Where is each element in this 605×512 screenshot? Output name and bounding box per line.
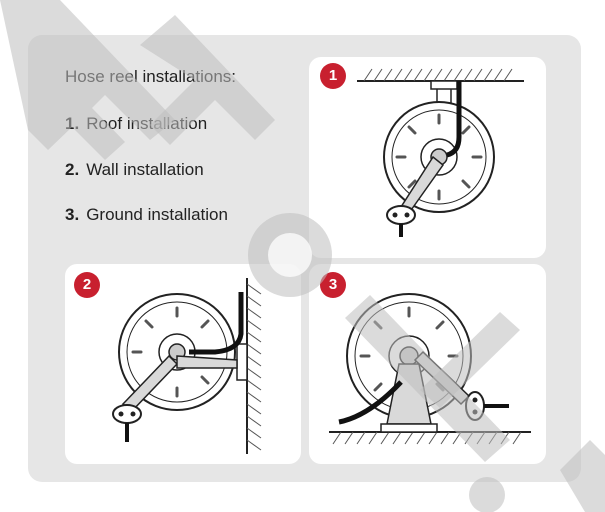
badge-1: 1 <box>320 63 346 89</box>
wall-installation-card: 2 <box>65 264 301 464</box>
list-item-roof: 1. Roof installation <box>65 114 207 134</box>
list-item-ground: 3. Ground installation <box>65 205 228 225</box>
list-item-wall: 2. Wall installation <box>65 160 204 180</box>
roof-installation-card: 1 <box>309 57 546 258</box>
list-label: Roof installation <box>86 114 208 133</box>
badge-2: 2 <box>74 272 100 298</box>
installations-heading: Hose reel installations: <box>65 67 237 86</box>
list-number: 3. <box>65 205 80 224</box>
ground-hose-reel-illustration <box>329 293 531 445</box>
list-number: 2. <box>65 160 80 179</box>
wall-hose-reel-illustration <box>112 278 262 454</box>
roof-hose-reel-illustration <box>357 68 524 237</box>
list-number: 1. <box>65 114 80 133</box>
list-label: Ground installation <box>86 205 228 224</box>
list-label: Wall installation <box>86 160 204 179</box>
ground-installation-card: 3 <box>309 264 546 464</box>
